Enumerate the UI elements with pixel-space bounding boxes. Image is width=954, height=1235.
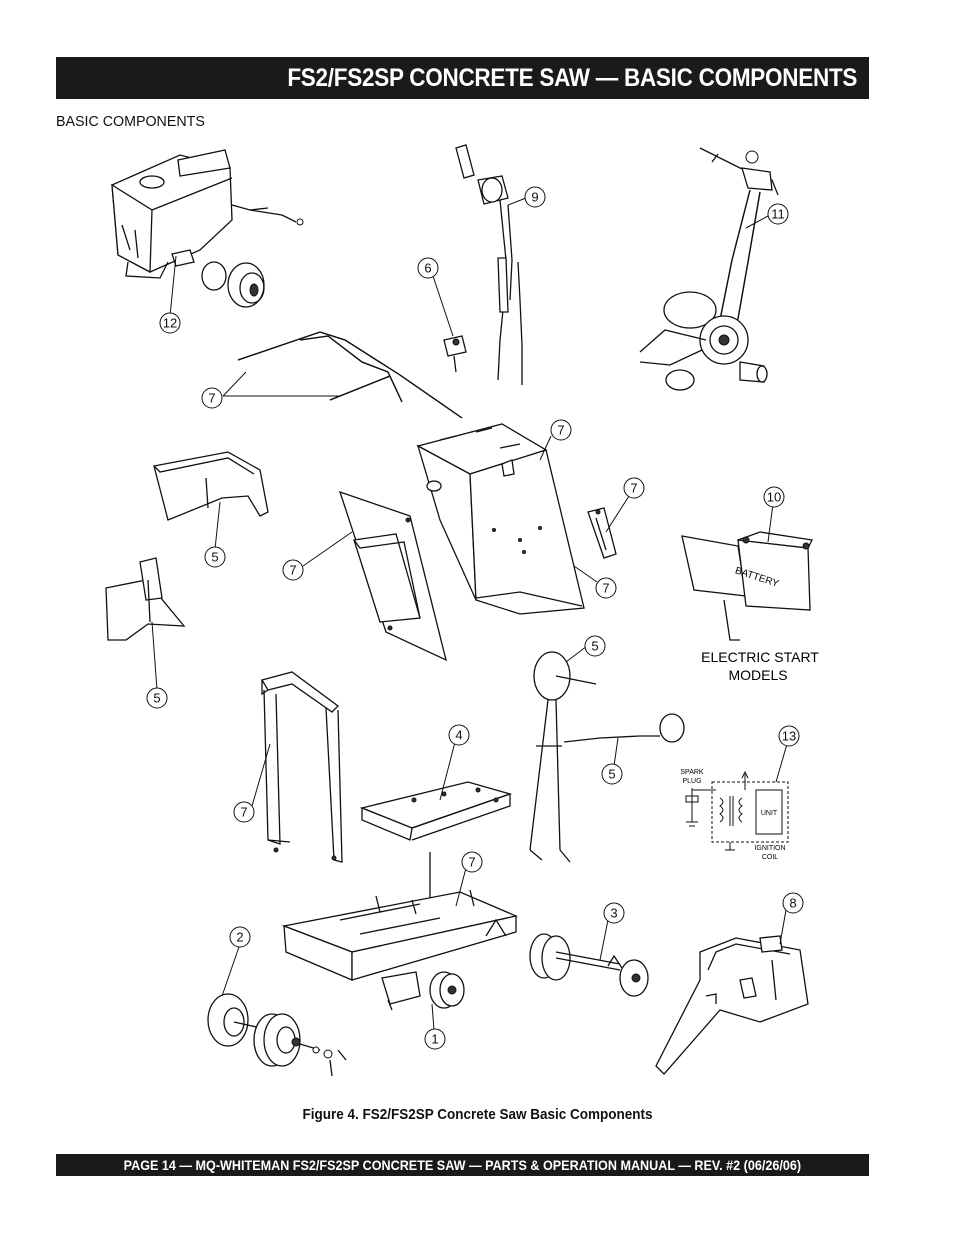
callout-7-panel: 7 [282,559,304,581]
page-footer-text: PAGE 14 — MQ-WHITEMAN FS2/FS2SP CONCRETE… [123,1157,802,1173]
choke-control-drawing [443,335,467,373]
handle-drawing [237,331,463,419]
callout-11: 11 [767,203,789,225]
callout-5-cable: 5 [601,763,623,785]
callout-13: 13 [778,725,800,747]
callout-8: 8 [782,892,804,914]
ignition-schematic-drawing: SPARK PLUG UNIT IGNITION COIL [680,769,789,861]
belt-tensioner-drawing [529,651,597,863]
unit-label: UNIT [761,810,778,817]
callout-1: 1 [424,1028,446,1050]
callout-7-handle-label: 7 [208,391,215,406]
battery-box-drawing: BATTERY ELECTRIC START MODELS [681,531,819,683]
callout-7-frame: 7 [233,801,255,823]
figure-caption: Figure 4. FS2/FS2SP Concrete Saw Basic C… [0,1106,954,1123]
page-title: FS2/FS2SP CONCRETE SAW — BASIC COMPONENT… [287,63,857,92]
electric-start-label-line2: MODELS [728,667,787,683]
small-bracket-drawing [587,507,617,559]
callout-7-bracket: 7 [623,477,645,499]
spark-plug-label-line2: PLUG [682,778,701,785]
page-footer-bar: PAGE 14 — MQ-WHITEMAN FS2/FS2SP CONCRETE… [56,1154,869,1176]
callout-1-label: 1 [431,1032,438,1047]
callout-4: 4 [448,724,470,746]
blade-guard-drawing [655,935,809,1075]
callout-7-console-label: 7 [557,423,564,438]
callout-12-label: 12 [163,316,177,331]
callout-7-base-label: 7 [468,855,475,870]
callout-8-label: 8 [789,896,796,911]
belt-guard-drawing [153,451,269,521]
spark-plug-label-line1: SPARK [680,769,704,776]
figure-caption-text: Figure 4. FS2/FS2SP Concrete Saw Basic C… [301,1106,653,1123]
blade-shaft-drawing [529,933,649,997]
parts-diagram: .ln { fill: none; stroke: #111; stroke-w… [105,144,819,1077]
side-panel-drawing [338,490,447,662]
callout-7-frame-label: 7 [240,805,247,820]
callout-6-label: 6 [424,261,431,276]
electric-start-label-line1: ELECTRIC START [701,649,819,665]
callout-7-bracket-label: 7 [630,481,637,496]
callout-7-lower-right: 7 [595,577,617,599]
callout-7-handle: 7 [201,387,223,409]
callout-9-label: 9 [531,190,538,205]
engine-mount-plate-drawing [359,781,513,910]
callout-9: 9 [524,186,546,208]
callout-7-console: 7 [550,419,572,441]
throttle-lever-drawing [455,144,523,385]
callout-5-guard-label: 5 [211,550,218,565]
front-guard-drawing [105,557,186,641]
callout-4-label: 4 [455,728,462,743]
blade-shaft-assembly-drawing [639,147,779,391]
callout-5-cable-label: 5 [608,767,615,782]
ignition-coil-label-line2: COIL [762,854,778,861]
callout-10: 10 [763,486,785,508]
callout-2: 2 [229,926,251,948]
section-label: BASIC COMPONENTS [56,113,205,130]
upright-frame-drawing [260,671,343,863]
callout-7-panel-label: 7 [289,563,296,578]
rear-wheel-assembly-drawing [207,993,347,1077]
callout-5-front-guard: 5 [146,687,168,709]
callout-2-label: 2 [236,930,243,945]
engine-drawing [111,149,304,308]
callout-7-base: 7 [461,851,483,873]
callout-11-label: 11 [771,207,785,222]
callout-5-pulley-label: 5 [591,639,598,654]
callout-13-label: 13 [782,729,796,744]
callout-10-label: 10 [767,490,781,505]
console-housing-drawing [416,423,585,615]
ignition-coil-label-line1: IGNITION [754,845,785,852]
callout-5-guard: 5 [204,546,226,568]
control-cable-drawing [563,713,685,743]
callout-3: 3 [603,902,625,924]
callout-7-lower-right-label: 7 [602,581,609,596]
base-frame-drawing [281,889,519,981]
callout-6: 6 [417,257,439,279]
callout-leader-lines [151,197,788,1031]
callout-5-pulley: 5 [584,635,606,657]
page-title-bar: FS2/FS2SP CONCRETE SAW — BASIC COMPONENT… [56,57,869,99]
callout-3-label: 3 [610,906,617,921]
callout-12: 12 [159,312,181,334]
callout-5-front-guard-label: 5 [153,691,160,706]
front-wheel-assembly-drawing [381,971,465,1011]
